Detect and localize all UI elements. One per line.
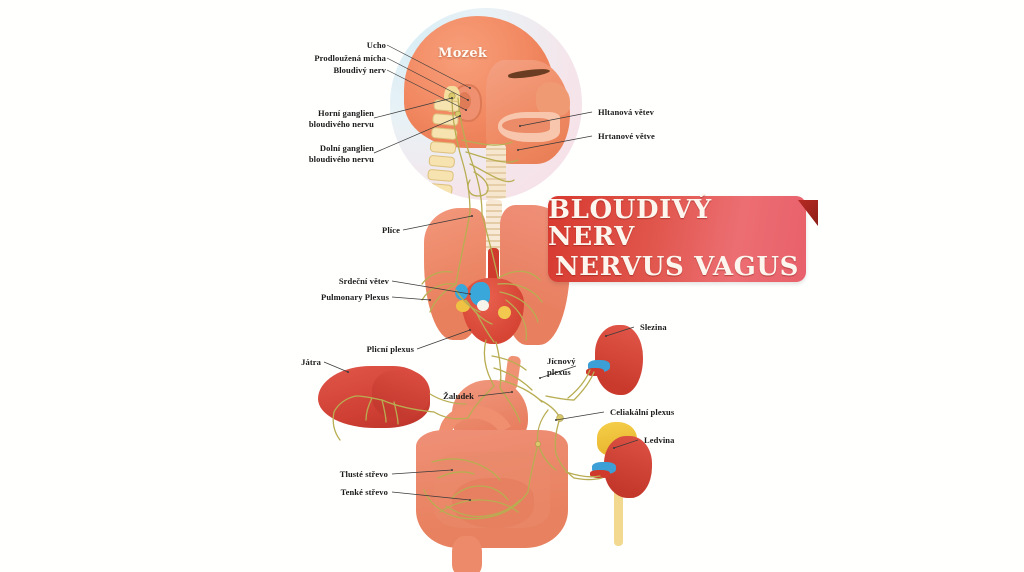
nose-shape (536, 82, 570, 116)
vena-cava-shape (455, 284, 468, 300)
vertebra (430, 126, 458, 141)
small-intestine-shape (452, 478, 534, 528)
vertebra (432, 112, 459, 127)
vertebra (428, 154, 456, 169)
label-ucho: Ucho (366, 40, 386, 50)
liver-lobe-shape (372, 370, 430, 418)
label-zaludek: Žaludek (443, 391, 474, 401)
celiac-ganglion-dot (556, 414, 564, 422)
label-jicnovy-plexus-line2: plexus (547, 366, 571, 377)
ribbon-text-block: BLOUDIVÝ NERV NERVUS VAGUS (548, 196, 806, 282)
cardiac-valve-shape (477, 300, 489, 311)
label-tenke-strevo: Tenké střevo (340, 487, 388, 497)
label-prodlouzena-micha: Prodloužená mícha (314, 53, 386, 63)
title-ribbon: BLOUDIVÝ NERV NERVUS VAGUS (548, 196, 818, 282)
label-horni-ganglien-line2: bloudivého nervu (308, 118, 374, 129)
label-jatra: Játra (301, 357, 321, 367)
label-srdecni-vetev: Srdeční větev (338, 276, 389, 286)
brain-label: Mozek (438, 46, 488, 61)
title-line-latin: NERVUS VAGUS (554, 251, 800, 282)
cardiac-ganglion-shape (456, 300, 470, 312)
cardiac-ganglion-shape (498, 306, 511, 319)
splenic-artery-shape (586, 368, 604, 376)
vertebra (425, 182, 453, 196)
label-dolni-ganglien: Dolní ganglien bloudivého nervu (268, 143, 374, 165)
ureter-shape (614, 490, 623, 546)
label-dolni-ganglien-line1: Dolní ganglien (319, 143, 374, 153)
tongue-shape (502, 118, 550, 133)
label-bloudivy-nerv: Bloudivý nerv (333, 65, 386, 75)
label-plice: Plíce (382, 225, 400, 235)
label-pulmonary-plexus: Pulmonary Plexus (321, 292, 389, 302)
head-circle-illustration (390, 8, 582, 200)
rectum-shape (452, 536, 482, 572)
label-dolni-ganglien-line2: bloudivého nervu (308, 153, 374, 164)
renal-artery-shape (590, 470, 610, 478)
title-line-czech: BLOUDIVÝ NERV (548, 195, 712, 253)
vertebra (429, 140, 457, 155)
neck-trachea-shape (486, 144, 506, 200)
vertebra (433, 99, 461, 113)
label-tluste-strevo: Tlusté střevo (339, 469, 388, 479)
label-hltanova-vetev: Hltanová větev (598, 107, 654, 117)
label-jicnovy-plexus: Jícnový plexus (547, 356, 595, 378)
vertebra (427, 168, 455, 183)
label-horni-ganglien-line1: Horní ganglien (318, 108, 374, 118)
ribbon-body (548, 196, 806, 282)
label-slezina: Slezina (640, 322, 667, 332)
label-jicnovy-plexus-line1: Jícnový (547, 356, 576, 366)
label-hrtanove-vetve: Hrtanové větve (598, 131, 655, 141)
label-celiakalni-plexus: Celiakální plexus (610, 407, 675, 417)
label-plicni-plexus: Plicní plexus (366, 344, 414, 354)
label-horni-ganglien: Horní ganglien bloudivého nervu (268, 108, 374, 130)
label-ledvina: Ledvina (644, 435, 675, 445)
